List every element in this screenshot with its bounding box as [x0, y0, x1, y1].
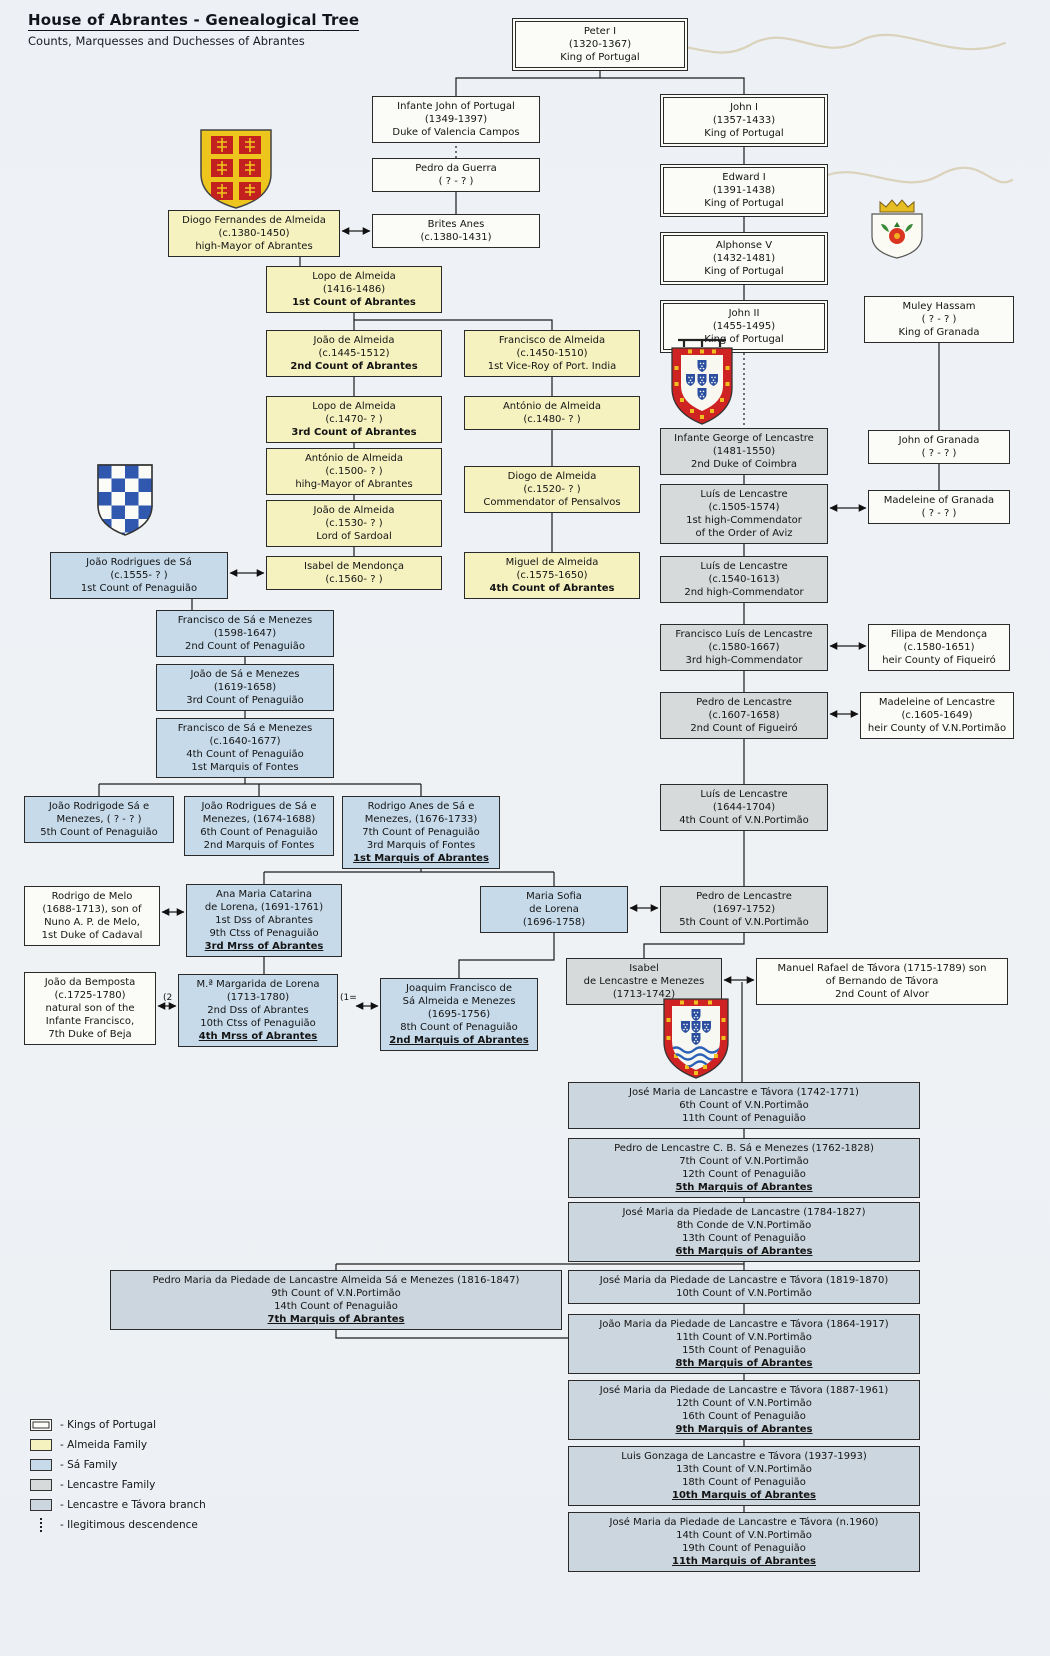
person-isabel-mendonca: Isabel de Mendonça(c.1560- ? )	[266, 556, 442, 590]
person-margarida-de-lorena: M.ª Margarida de Lorena(1713-1780)2nd Ds…	[178, 974, 338, 1047]
person-pedro-1762: Pedro de Lencastre C. B. Sá e Menezes (1…	[568, 1138, 920, 1198]
edge-pedro5-to-isabel	[643, 928, 745, 964]
person-edward-i: Edward I(1391-1438)King of Portugal	[660, 164, 828, 217]
legend-item-sa-family: - Sá Family	[30, 1458, 206, 1471]
header: House of Abrantes - Genealogical Tree Co…	[28, 10, 360, 48]
legend-swatch-lencastre-tavora-branch	[30, 1498, 52, 1511]
person-madeleine-of-lencastre: Madeleine of Lencastre(c.1605-1649)heir …	[860, 692, 1014, 739]
person-francisco-viceroy: Francisco de Almeida(c.1450-1510)1st Vic…	[464, 330, 640, 377]
person-john-i: John I(1357-1433)King of Portugal	[660, 94, 828, 147]
person-peter-i: Peter I(1320-1367)King of Portugal	[512, 18, 688, 71]
label-marriage-order-2: (2	[163, 993, 173, 1003]
lencastre-coat-of-arms	[671, 338, 733, 425]
person-joao-sardoal: João de Almeida(c.1530- ? )Lord of Sardo…	[266, 500, 442, 547]
person-filipa-mendonca: Filipa de Mendonça(c.1580-1651)heir Coun…	[868, 624, 1010, 671]
legend-label-kings-of-portugal: - Kings of Portugal	[60, 1418, 157, 1431]
person-joao-sa-3rd: João de Sá e Menezes(1619-1658)3rd Count…	[156, 664, 334, 711]
legend-item-lencastre-tavora-branch: - Lencastre e Távora branch	[30, 1498, 206, 1511]
person-jose-1887: José Maria da Piedade de Lancastre e Táv…	[568, 1380, 920, 1440]
person-pedro-da-guerra: Pedro da Guerra( ? - ? )	[372, 158, 540, 192]
person-luis-2nd-commendator: Luís de Lencastre(c.1540-1613)2nd high-C…	[660, 556, 828, 603]
legend-label-illegitimate-descendence: - Ilegitimous descendence	[60, 1518, 198, 1531]
legend-dotted-line-symbol	[30, 1517, 52, 1532]
person-joao-1864: João Maria da Piedade de Lancastre e Táv…	[568, 1314, 920, 1374]
person-antonio-1480: António de Almeida(c.1480- ? )	[464, 396, 640, 430]
person-brites-anes: Brites Anes(c.1380-1431)	[372, 214, 540, 248]
legend-item-illegitimate-descendence: - Ilegitimous descendence	[30, 1517, 206, 1532]
legend-swatch-sa-family	[30, 1458, 52, 1471]
person-luis-1937: Luis Gonzaga de Lancastre e Távora (1937…	[568, 1446, 920, 1506]
person-antonio-1500: António de Almeida(c.1500- ? )hihg-Mayor…	[266, 448, 442, 495]
page-title: House of Abrantes - Genealogical Tree	[28, 11, 360, 31]
person-joao-2nd-count: João de Almeida(c.1445-1512)2nd Count of…	[266, 330, 442, 377]
label-marriage-order-1: (1=	[340, 993, 357, 1003]
person-francisco-sa-2nd: Francisco de Sá e Menezes(1598-1647)2nd …	[156, 610, 334, 657]
person-jose-1742: José Maria de Lancastre e Távora (1742-1…	[568, 1082, 920, 1129]
person-muley-hassam: Muley Hassam( ? - ? )King of Granada	[864, 296, 1014, 343]
almeida-coat-of-arms	[200, 129, 272, 209]
person-pedro-5th-portimao: Pedro de Lencastre(1697-1752)5th Count o…	[660, 886, 828, 933]
person-francisco-luis-lencastre: Francisco Luís de Lencastre(c.1580-1667)…	[660, 624, 828, 671]
legend-item-lencastre-family: - Lencastre Family	[30, 1478, 206, 1491]
person-lopo-1st-count: Lopo de Almeida(1416-1486)1st Count of A…	[266, 266, 442, 313]
person-joao-rodrigues-sa: João Rodrigues de Sá(c.1555- ? )1st Coun…	[50, 552, 228, 599]
lencastre-tavora-coat-of-arms	[663, 998, 729, 1079]
sa-coat-of-arms	[97, 464, 153, 536]
legend-label-lencastre-tavora-branch: - Lencastre e Távora branch	[60, 1498, 206, 1511]
person-infante-john: Infante John of Portugal(1349-1397)Duke …	[372, 96, 540, 143]
person-alphonse-v: Alphonse V(1432-1481)King of Portugal	[660, 232, 828, 285]
legend-swatch-lencastre-family	[30, 1478, 52, 1491]
person-diogo-fernandes-almeida: Diogo Fernandes de Almeida(c.1380-1450)h…	[168, 210, 340, 257]
legend-label-sa-family: - Sá Family	[60, 1458, 118, 1471]
legend-label-lencastre-family: - Lencastre Family	[60, 1478, 156, 1491]
person-lopo-3rd-count: Lopo de Almeida(c.1470- ? )3rd Count of …	[266, 396, 442, 443]
legend: - Kings of Portugal - Almeida Family - S…	[30, 1418, 206, 1538]
legend-swatch-almeida-family	[30, 1438, 52, 1451]
edge-sofia-to-joaquim	[458, 928, 555, 984]
legend-swatch-kings-of-portugal	[30, 1418, 52, 1431]
person-infante-george: Infante George of Lencastre(1481-1550)2n…	[660, 428, 828, 475]
edge-peter-to-infante-john	[455, 77, 600, 104]
person-jose-1960: José Maria da Piedade de Lancastre e Táv…	[568, 1512, 920, 1572]
person-miguel-4th-count: Miguel de Almeida(c.1575-1650)4th Count …	[464, 552, 640, 599]
legend-label-almeida-family: - Almeida Family	[60, 1438, 148, 1451]
legend-item-almeida-family: - Almeida Family	[30, 1438, 206, 1451]
person-jose-1784: José Maria da Piedade de Lancastre (1784…	[568, 1202, 920, 1262]
person-joao-da-bemposta: João da Bemposta(c.1725-1780)natural son…	[24, 972, 156, 1045]
person-pedro-lencastre-2nd: Pedro de Lencastre(c.1607-1658)2nd Count…	[660, 692, 828, 739]
person-john-of-granada: John of Granada( ? - ? )	[868, 430, 1010, 464]
person-jose-1819: José Maria da Piedade de Lancastre e Táv…	[568, 1270, 920, 1304]
person-madeleine-of-granada: Madeleine of Granada( ? - ? )	[868, 490, 1010, 524]
person-pedro-1816: Pedro Maria da Piedade de Lancastre Alme…	[110, 1270, 562, 1330]
person-francisco-sa-4th: Francisco de Sá e Menezes(c.1640-1677)4t…	[156, 718, 334, 778]
granada-coat-of-arms	[871, 199, 923, 259]
legend-item-kings-of-portugal: - Kings of Portugal	[30, 1418, 206, 1431]
person-luis-1st-commendator: Luís de Lencastre(c.1505-1574)1st high-C…	[660, 484, 828, 544]
person-luis-4th-portimao: Luís de Lencastre(1644-1704)4th Count of…	[660, 784, 828, 831]
person-diogo-1520: Diogo de Almeida(c.1520- ? )Commendator …	[464, 466, 640, 513]
page-subtitle: Counts, Marquesses and Duchesses of Abra…	[28, 34, 305, 48]
person-john-ii: John II(1455-1495)King of Portugal	[660, 300, 828, 353]
